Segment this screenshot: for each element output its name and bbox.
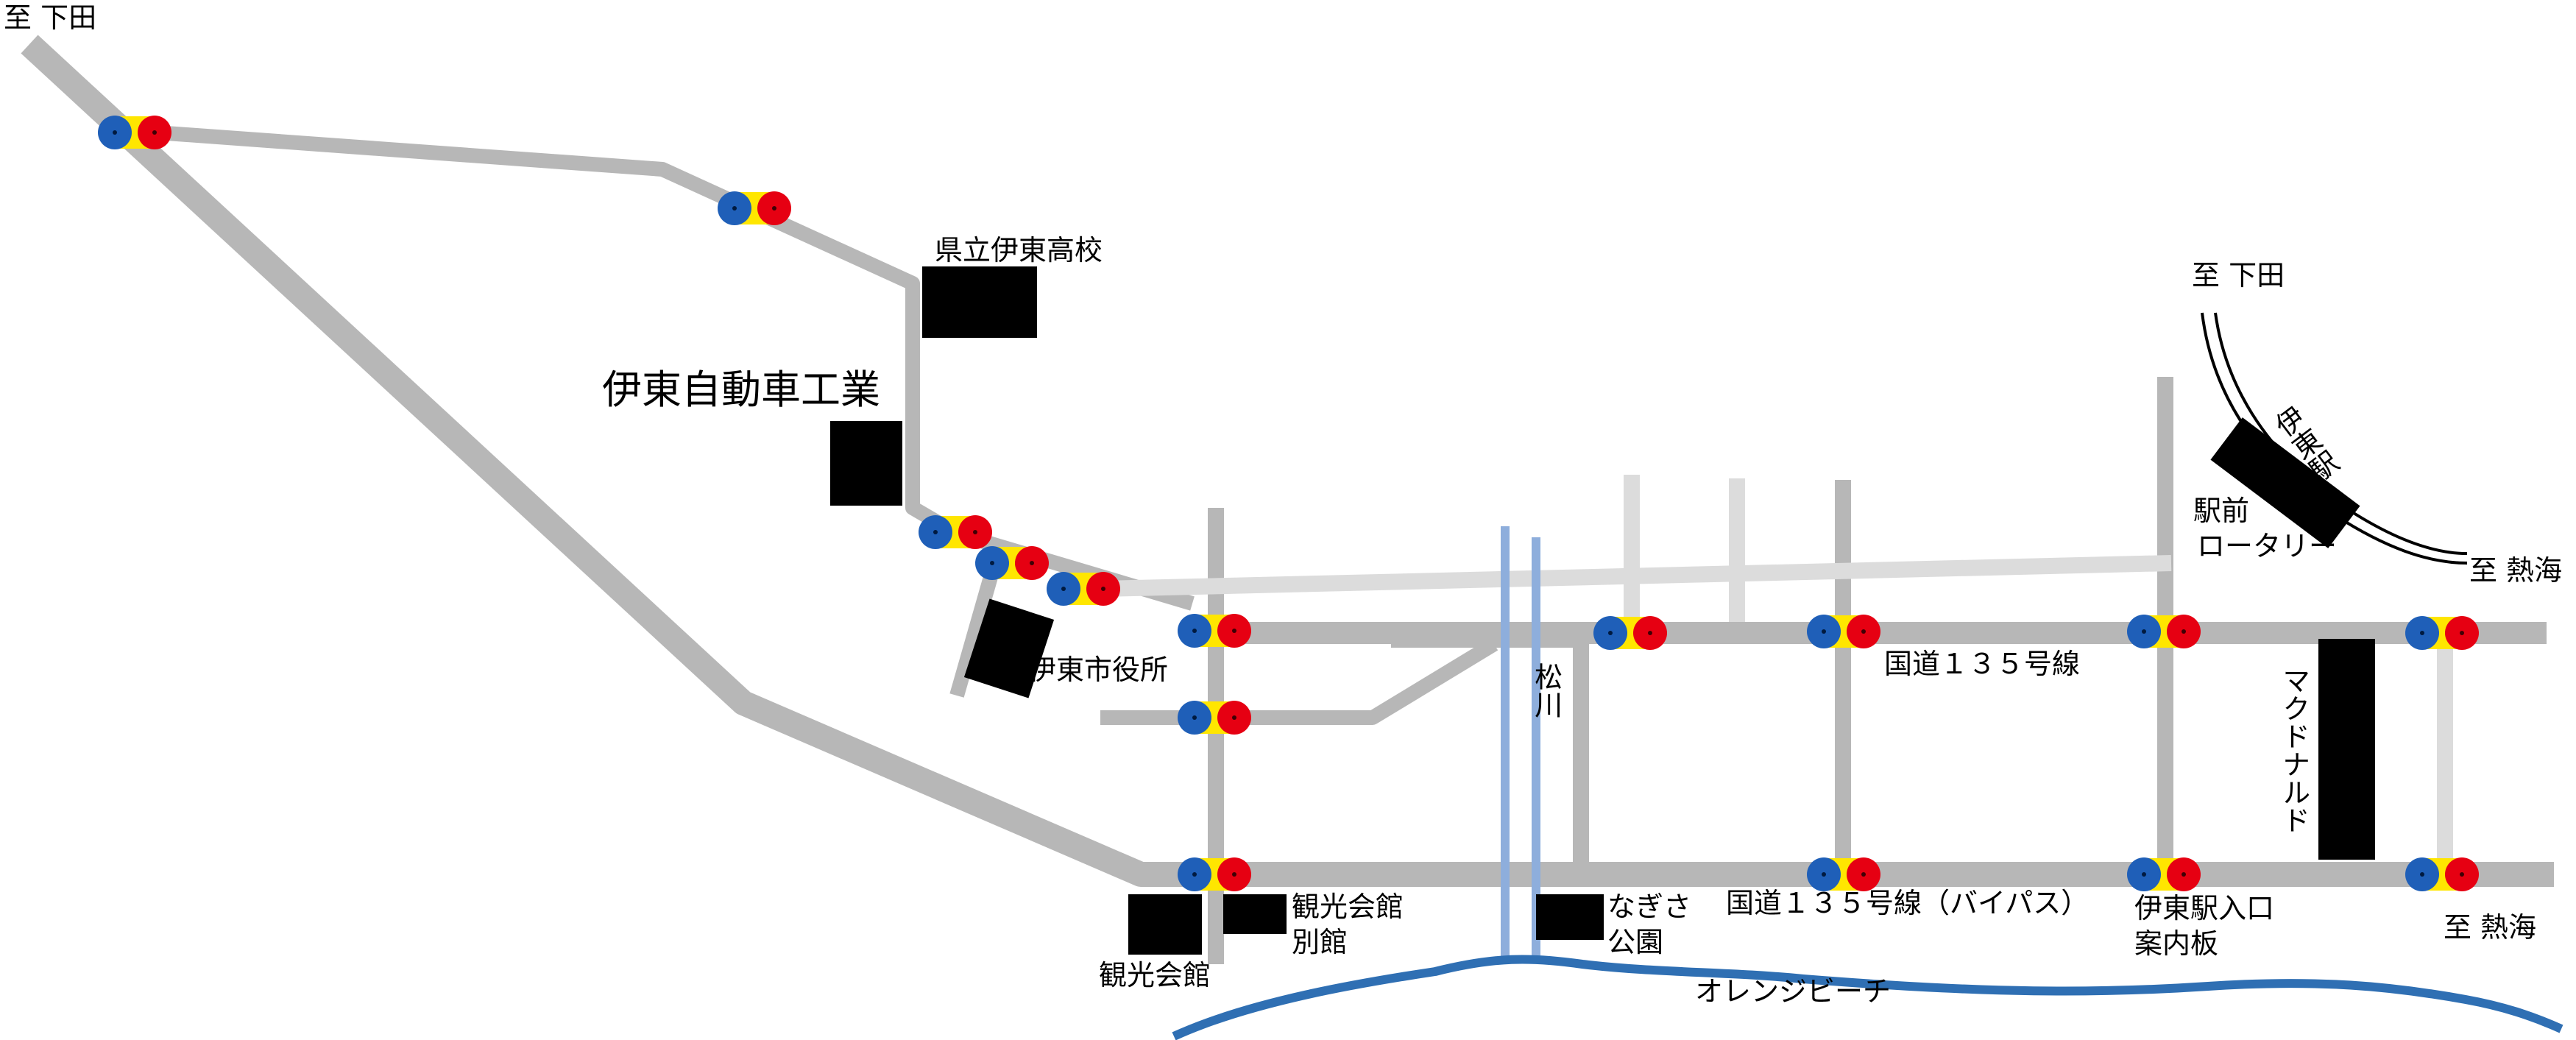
traffic-signals: [98, 116, 2479, 891]
nagisa-park-building: [1536, 894, 1604, 940]
traffic-signal-icon: [919, 515, 992, 549]
label-mcdonalds: マクドナルド: [2277, 666, 2310, 834]
road-city-hall-link: [949, 565, 1001, 698]
label-city-hall: 伊東市役所: [1028, 654, 1169, 686]
label-to-shimoda-top: 至 下田: [4, 1, 97, 34]
traffic-signal-icon: [1178, 857, 1251, 891]
mcdonalds-building: [2318, 639, 2375, 860]
label-matsukawa: 松川: [1529, 662, 1563, 718]
traffic-signal-icon: [718, 191, 791, 225]
label-kankou-annex-line2: 別館: [1292, 926, 1348, 958]
label-station-entrance-line1: 伊東駅入口: [2134, 892, 2275, 924]
label-orange-beach: オレンジビーチ: [1695, 975, 1892, 1008]
label-factory: 伊東自動車工業: [602, 367, 880, 413]
coastline: [1172, 955, 2563, 1040]
traffic-signal-icon: [2405, 616, 2479, 650]
label-rotary-line2: ロータリー: [2197, 530, 2338, 562]
label-to-atami-station: 至 熱海: [2469, 554, 2563, 587]
ito-station-building: [2210, 417, 2360, 548]
high-school-building: [922, 266, 1037, 338]
label-kankou-annex-line1: 観光会館: [1292, 891, 1404, 923]
factory-building: [830, 421, 902, 506]
label-station-entrance-line2: 案内板: [2134, 927, 2219, 960]
traffic-signal-icon: [1807, 857, 1880, 891]
road-upper-northwest: [135, 124, 1195, 611]
traffic-signal-icon: [1178, 701, 1251, 735]
label-nagisa-line2: 公園: [1607, 926, 1664, 958]
main-road-northwest: [21, 35, 2554, 887]
traffic-signal-icon: [2127, 857, 2201, 891]
traffic-signal-icon: [1593, 616, 1667, 650]
label-to-atami-bottom: 至 熱海: [2444, 911, 2537, 944]
label-kankou-kaikan: 観光会館: [1099, 959, 1211, 991]
traffic-signal-icon: [1047, 572, 1120, 606]
traffic-signal-icon: [2127, 615, 2201, 648]
traffic-signal-icon: [98, 116, 171, 149]
label-high-school: 県立伊東高校: [935, 234, 1103, 266]
traffic-signal-icon: [975, 546, 1049, 580]
kankou-kaikan-building: [1128, 894, 1202, 955]
label-nagisa-line1: なぎさ: [1607, 891, 1692, 923]
kankou-annex-building: [1223, 894, 1287, 934]
traffic-signal-icon: [1178, 614, 1251, 648]
label-route-135-bypass: 国道１３５号線（バイパス）: [1726, 887, 2090, 919]
label-route-135: 国道１３５号線: [1884, 648, 2081, 680]
label-rotary-line1: 駅前: [2193, 495, 2250, 527]
traffic-signal-icon: [2405, 857, 2479, 891]
traffic-signal-icon: [1807, 615, 1880, 648]
label-to-shimoda-station: 至 下田: [2192, 259, 2285, 291]
